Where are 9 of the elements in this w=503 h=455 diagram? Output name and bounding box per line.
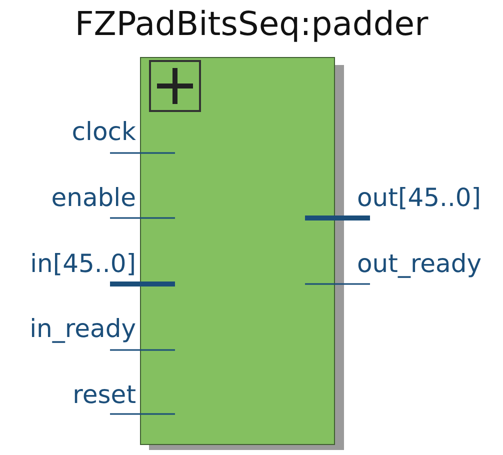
pin-label: enable — [51, 183, 136, 213]
pin-label: out[45..0] — [357, 183, 482, 213]
pin-label: out_ready — [357, 249, 482, 279]
pin-label: in[45..0] — [30, 249, 136, 279]
pin-label: clock — [72, 117, 136, 147]
pin-label: reset — [72, 380, 136, 410]
pin-label: in_ready — [30, 314, 136, 344]
block-title: FZPadBitsSeq:padder — [74, 4, 430, 44]
block-body — [140, 57, 335, 445]
